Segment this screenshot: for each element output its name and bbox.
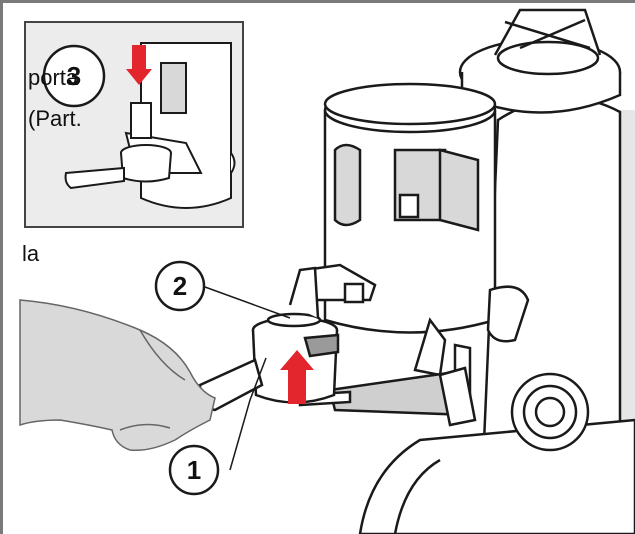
side-text-line-2: (Part. <box>28 106 82 131</box>
grinder-base <box>358 372 635 534</box>
left-border <box>0 0 3 534</box>
inset-illustration <box>64 42 236 209</box>
callout-2: 2 <box>154 260 291 319</box>
callout-1-number: 1 <box>187 455 201 485</box>
down-arrow-icon <box>126 45 152 85</box>
side-text-line-3: la <box>22 241 40 266</box>
callout-3-number: 3 <box>67 61 81 91</box>
up-arrow-icon <box>280 350 314 404</box>
callout-2-number: 2 <box>173 271 187 301</box>
hand-illustration <box>19 299 216 452</box>
callout-1: 1 <box>168 357 267 496</box>
top-border <box>0 0 635 3</box>
side-text-line-1: porta <box>28 65 79 90</box>
doser-container <box>323 82 497 334</box>
